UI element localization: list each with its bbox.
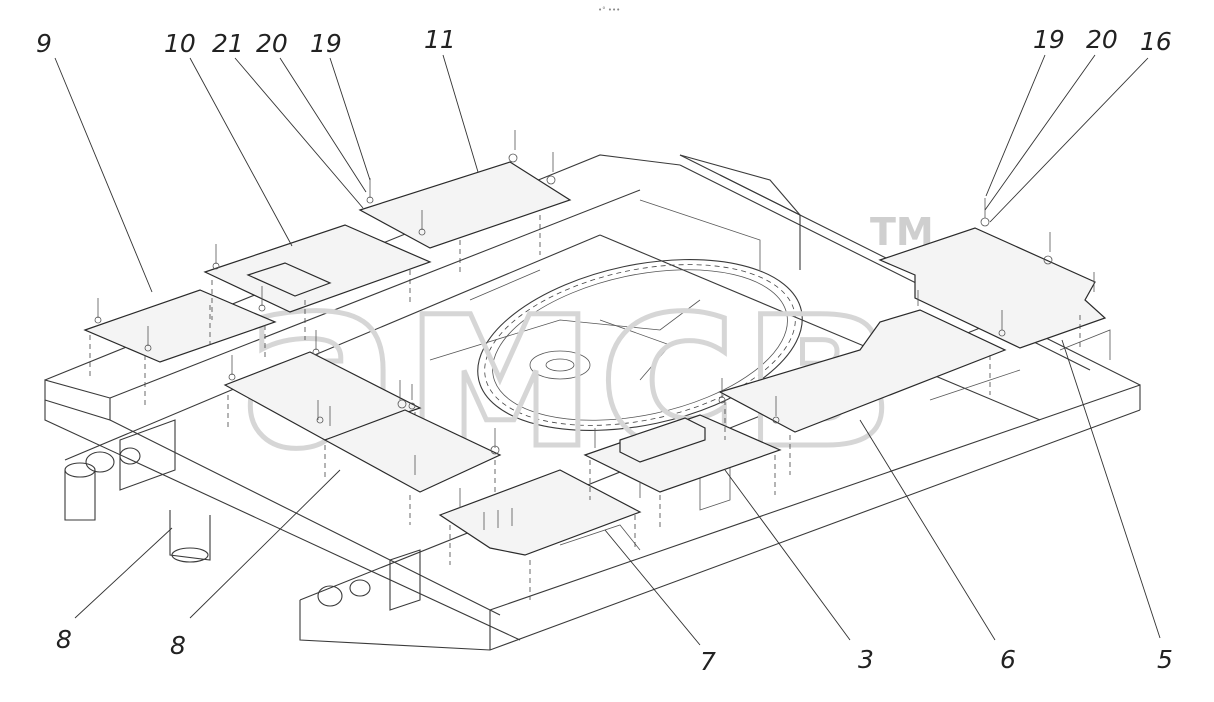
callout-8-left: 8 [56,625,72,654]
plate-10 [203,224,432,340]
callout-10: 10 [164,29,196,58]
callout-5: 5 [1157,645,1173,674]
plate-6 [718,309,1007,475]
plate-11 [358,161,572,275]
header-mark: •° ••• [598,6,620,14]
chassis-frame [44,154,1141,651]
plate-8-right [323,409,502,525]
callout-6: 6 [1000,645,1016,674]
callouts: 9 10 21 20 19 11 19 20 16 8 8 7 3 6 5 [36,25,1173,676]
callout-16: 16 [1140,27,1172,56]
plate-5 [878,227,1107,350]
callout-20: 20 [256,29,288,58]
callout-9: 9 [36,29,52,58]
plate-3 [583,414,782,530]
callout-20-right: 20 [1086,25,1118,54]
callout-21: 21 [212,29,244,58]
callout-19-right: 19 [1033,25,1065,54]
callout-11: 11 [424,25,456,54]
plate-9 [83,289,277,405]
bolts [94,130,1095,530]
callout-3: 3 [858,645,874,674]
callout-19: 19 [310,29,342,58]
callout-8-right: 8 [170,631,186,660]
callout-7: 7 [700,647,716,676]
leader-lines [54,54,1161,646]
